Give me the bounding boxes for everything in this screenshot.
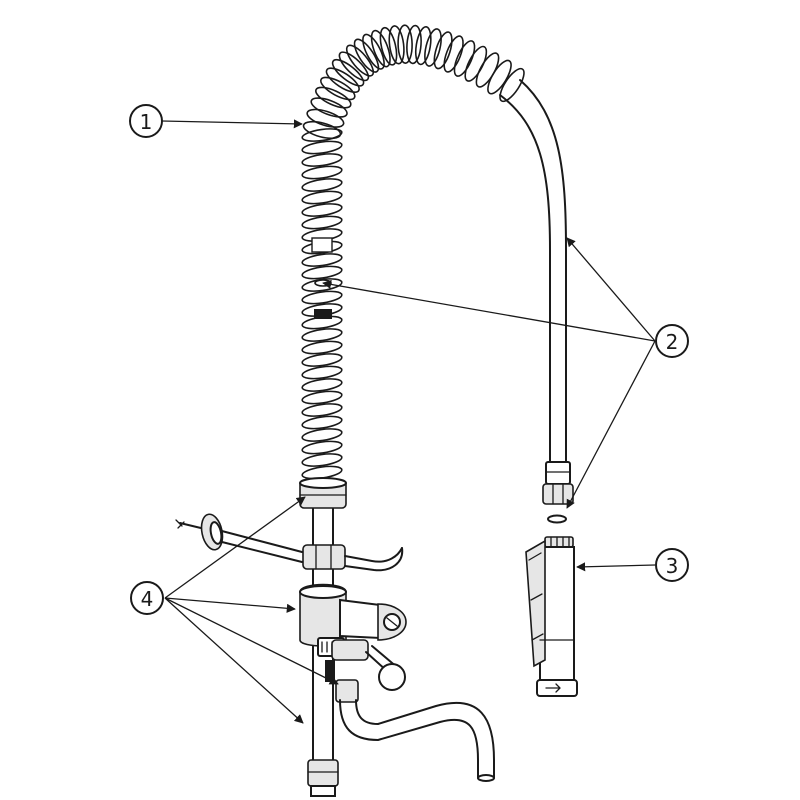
spring-turn — [301, 403, 343, 417]
leader-4d — [164, 597, 304, 724]
leader-1 — [161, 119, 303, 129]
spring-turn — [306, 108, 345, 128]
spring-turn — [301, 128, 343, 142]
spring-turn — [362, 33, 385, 70]
spring-turn — [388, 25, 405, 65]
callout-4: 4 — [130, 581, 164, 615]
riser-collar — [299, 477, 347, 509]
mixer-valve — [299, 583, 407, 682]
spring-turn — [301, 340, 343, 355]
spring-turn — [433, 31, 453, 70]
spring-turn — [338, 51, 370, 82]
valve-handle — [331, 639, 406, 691]
spring-turn — [301, 440, 343, 455]
spring-turn — [379, 26, 398, 66]
callout-4-label: 4 — [141, 587, 154, 611]
spring-turn — [301, 290, 343, 305]
spring-turn — [301, 215, 343, 230]
leader-2b — [322, 279, 656, 342]
callout-2-label: 2 — [666, 330, 679, 354]
spring-turn — [406, 24, 422, 65]
leader-4c — [164, 597, 339, 685]
spring-turn — [301, 328, 343, 342]
spring-turn — [424, 28, 442, 67]
hose-fitting — [311, 237, 333, 253]
spring-coil — [301, 24, 525, 480]
spring-turn — [301, 153, 343, 167]
spring-turn — [301, 140, 343, 155]
spring-turn — [443, 35, 464, 73]
spring-turn — [499, 67, 525, 103]
callout-3: 3 — [655, 548, 689, 582]
spring-turn — [397, 24, 413, 64]
spring-turn — [301, 253, 343, 267]
bottom-connector — [307, 759, 339, 797]
spring-turn — [301, 165, 343, 180]
spring-turn — [301, 390, 343, 405]
spring-turn — [370, 29, 391, 68]
flexible-hose — [499, 79, 574, 505]
spring-turn — [453, 40, 476, 77]
spray-head — [525, 536, 578, 697]
spring-turn — [414, 26, 432, 66]
spring-turn — [314, 86, 352, 109]
thread-section — [314, 309, 332, 319]
swing-spout — [335, 679, 495, 782]
spring-turn — [301, 365, 343, 380]
callout-1: 1 — [129, 104, 163, 138]
spring-turn — [301, 353, 343, 367]
spring-turn — [310, 97, 348, 118]
leader-3 — [576, 562, 656, 572]
spring-turn — [487, 59, 512, 95]
spring-turn — [464, 45, 488, 82]
spring-turn — [325, 67, 360, 93]
leader-4a — [164, 496, 306, 599]
spring-turn — [475, 52, 500, 88]
leader-4b — [164, 597, 296, 613]
spring-turn — [353, 38, 380, 73]
spring-turn — [302, 120, 342, 140]
callout-3-label: 3 — [666, 554, 679, 578]
callout-2: 2 — [655, 324, 689, 358]
spring-turn — [301, 415, 343, 430]
spring-turn — [301, 265, 343, 280]
spring-turn — [319, 76, 356, 101]
leader-2a — [566, 237, 656, 342]
callout-1-label: 1 — [140, 110, 153, 134]
spring-turn — [331, 58, 365, 87]
spring-turn — [301, 453, 343, 467]
spring-turn — [345, 44, 375, 77]
spring-turn — [301, 203, 343, 217]
spring-turn — [301, 428, 343, 442]
washer — [547, 514, 567, 524]
spring-turn — [301, 378, 343, 392]
spring-turn — [301, 190, 343, 205]
leader-lines — [161, 119, 656, 724]
leader-2c — [566, 340, 656, 509]
wall-bracket — [175, 513, 404, 572]
spring-turn — [301, 178, 343, 192]
